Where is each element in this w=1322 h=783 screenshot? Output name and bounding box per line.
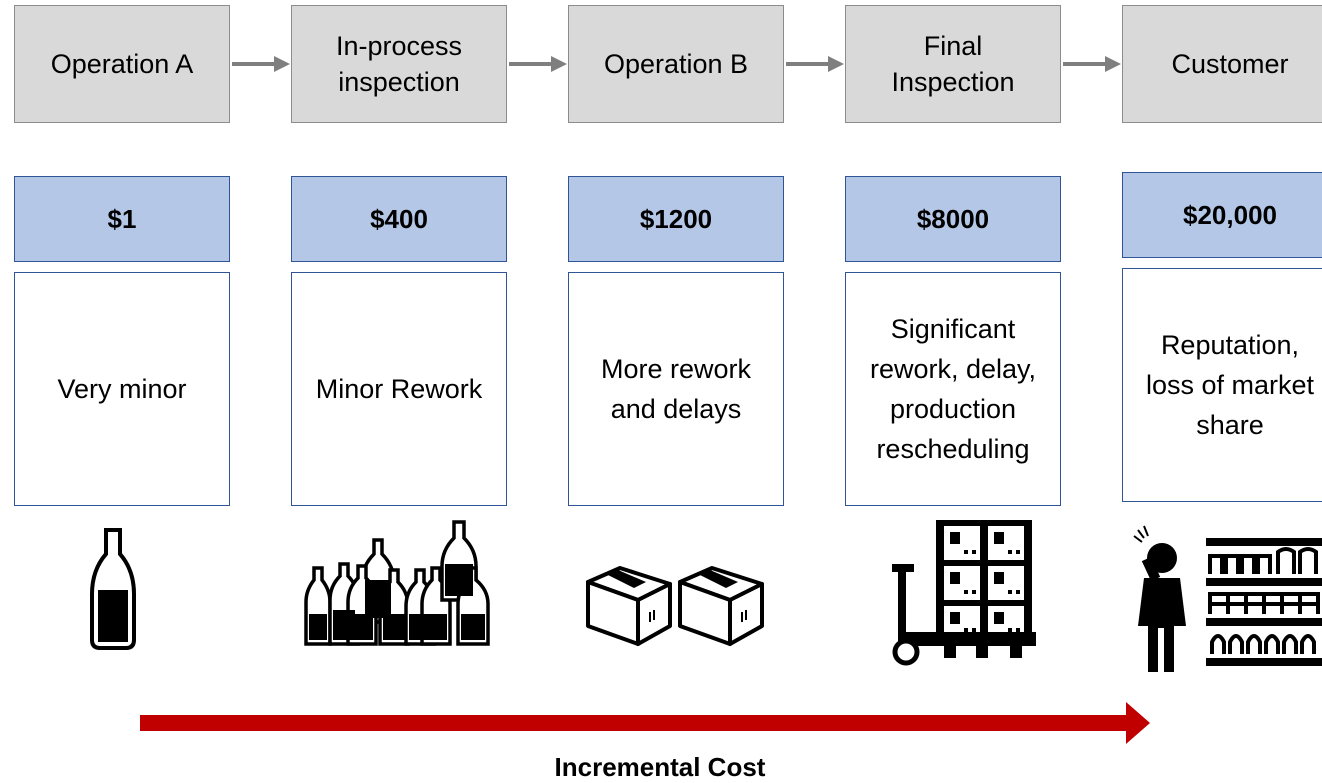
impact-text: Very minor	[57, 374, 187, 404]
boxes-icon	[586, 566, 764, 646]
upset-customer-shelves-icon	[1133, 525, 1322, 672]
impact-final-inspection: Significant rework, delay, production re…	[845, 272, 1061, 506]
stage-in-process-inspection: In-process inspection	[291, 5, 507, 123]
cost-value: $20,000	[1183, 199, 1277, 230]
cost-value: $400	[370, 203, 428, 234]
stage-operation-b: Operation B	[568, 5, 784, 123]
impact-operation-a: Very minor	[14, 272, 230, 506]
stage-customer: Customer	[1122, 5, 1322, 123]
incremental-cost-arrow-icon	[140, 702, 1150, 744]
impact-text: Reputation, loss of market share	[1145, 330, 1315, 440]
stage-label: In-process inspection	[335, 31, 463, 97]
cost-value: $8000	[916, 203, 990, 234]
impact-in-process-inspection: Minor Rework	[291, 272, 507, 506]
stage-final-inspection: Final Inspection	[845, 5, 1061, 123]
pallet-jack-icon	[892, 520, 1036, 666]
flow-arrow-icon	[1063, 56, 1121, 72]
stage-label: Operation B	[603, 49, 749, 79]
stage-operation-a: Operation A	[14, 5, 230, 123]
cost-operation-b: $1200	[568, 176, 784, 262]
cost-value: $1	[107, 203, 137, 234]
impact-text: Minor Rework	[315, 374, 483, 404]
stage-label: Final Inspection	[891, 31, 1015, 97]
flow-arrow-icon	[232, 56, 290, 72]
impact-text: More rework and delays	[600, 354, 752, 424]
bottle-icon	[90, 528, 136, 650]
impact-text: Significant rework, delay, production re…	[869, 314, 1037, 464]
many-bottles-icon	[304, 520, 490, 646]
flow-arrow-icon	[509, 56, 567, 72]
impact-customer: Reputation, loss of market share	[1122, 268, 1322, 502]
incremental-cost-label: Incremental Cost	[554, 752, 766, 782]
stage-label: Operation A	[50, 49, 194, 79]
cost-value: $1200	[639, 203, 713, 234]
cost-in-process-inspection: $400	[291, 176, 507, 262]
cost-operation-a: $1	[14, 176, 230, 262]
cost-final-inspection: $8000	[845, 176, 1061, 262]
flow-arrow-icon	[786, 56, 844, 72]
stage-label: Customer	[1171, 49, 1289, 79]
impact-operation-b: More rework and delays	[568, 272, 784, 506]
cost-customer: $20,000	[1122, 172, 1322, 258]
